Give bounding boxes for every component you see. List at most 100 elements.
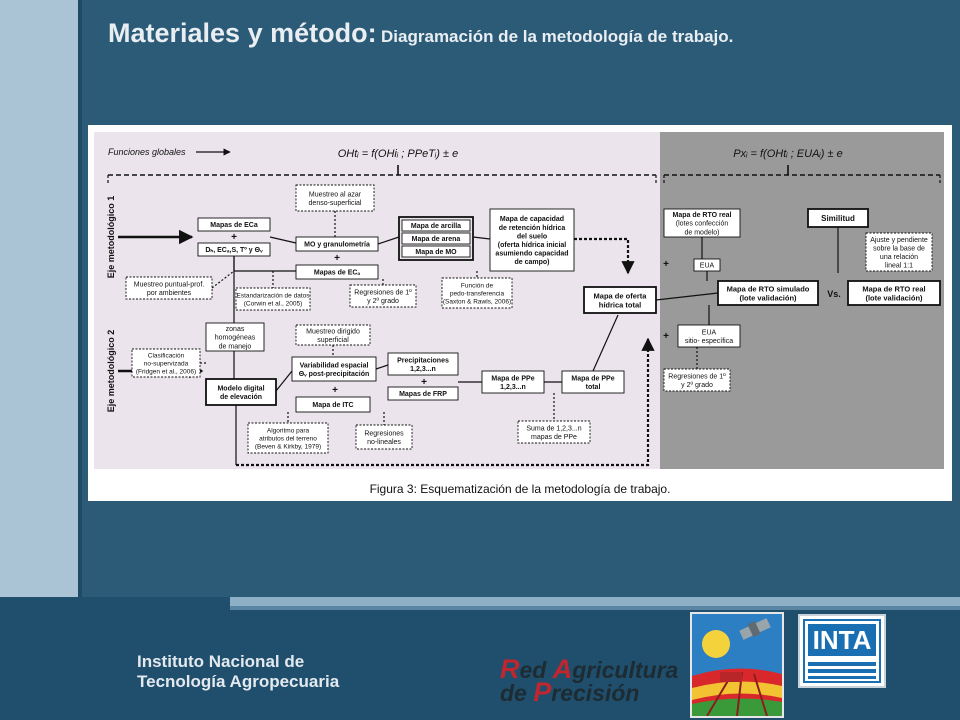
box-capacidad-label: asumiendo capacidad — [495, 251, 568, 258]
box-suma-label: Suma de 1,2,3...n — [526, 425, 581, 432]
inta-logo: INTA — [798, 614, 886, 688]
box-capacidad-label: Mapa de capacidad — [500, 216, 564, 223]
box-suma — [517, 420, 591, 444]
plus-a: + — [231, 232, 237, 243]
box-ajuste-label: una relación — [880, 254, 918, 261]
rap-logo-line-1: Red Agricultura — [500, 654, 679, 684]
box-rto-sim — [717, 280, 819, 306]
figure-caption: Figura 3: Esquematización de la metodolo… — [369, 482, 671, 496]
box-mapas-eca — [197, 217, 271, 232]
box-regresiones-1-label: y 2º grado — [367, 298, 399, 305]
box-zonas-label: homogéneas — [215, 335, 256, 342]
box-muestreo-puntual-label: por ambientes — [147, 290, 192, 297]
box-clasificacion — [131, 348, 201, 378]
soil-maps-group — [398, 216, 474, 261]
institute-line-2: Tecnología Agropecuaria — [137, 672, 340, 691]
box-algoritmo-label: Algoritmo para — [267, 427, 310, 434]
box-arcilla — [401, 219, 471, 232]
total-to-oferta — [592, 314, 619, 372]
box-precipitaciones-label: Precipitaciones — [397, 357, 449, 364]
box-rto-real-2 — [847, 280, 941, 306]
box-mo-label: Mapa de MO — [415, 249, 457, 256]
axis-2-label: Eje metodológico 2 — [106, 330, 116, 413]
box-variabilidad — [291, 356, 377, 382]
box-estandarizacion-label: Estandarización de datos — [237, 292, 311, 299]
axis-1-label: Eje metodológico 1 — [106, 196, 116, 279]
box-muestreo-dirigido-label: superficial — [317, 337, 349, 344]
box-precipitaciones — [387, 352, 459, 376]
equation-1: OHtᵢ = f(OHiᵢ ; PPeTᵢ) ± e — [338, 148, 458, 160]
box-eua — [693, 258, 721, 272]
box-variabilidad-label: Variabilidad espacial — [300, 362, 369, 369]
box-ppe-total-label: Mapa de PPe — [571, 375, 614, 382]
bottom-to-oferta — [236, 337, 655, 467]
box-funcion-pedo-label: Función de — [461, 282, 494, 289]
methodology-figure: Funciones globales OHtᵢ = f(OHiᵢ ; PPeTᵢ)… — [88, 125, 952, 501]
box-mo — [401, 245, 471, 258]
box-mapas-eca-label: Mapas de ECa — [210, 222, 258, 229]
equation-2: Pxᵢ = f(OHtᵢ ; EUAᵢ) ± e — [733, 148, 842, 160]
box-muestreo-azar — [295, 184, 375, 212]
box-modelo-label: Modelo digital — [217, 385, 264, 392]
box-mapa-itc-label: Mapa de ITC — [312, 402, 353, 409]
eca-to-mo — [269, 236, 297, 244]
box-regresiones-1 — [349, 284, 417, 308]
soil-to-capacidad — [472, 236, 491, 240]
plus-e: + — [663, 259, 669, 270]
box-muestreo-azar-label: Muestreo al azar — [309, 191, 362, 198]
box-capacidad-label: (oferta hídrica inicial — [498, 242, 567, 249]
box-capacidad-label: de campo) — [514, 259, 549, 266]
global-functions-label: Funciones globales — [108, 147, 186, 157]
box-regresiones-2-label: Regresiones de 1º — [668, 373, 726, 380]
oferta-to-rto-sim — [655, 292, 719, 301]
box-similitud — [807, 208, 869, 228]
box-rto-real-label: de modelo) — [684, 229, 719, 236]
box-muestreo-azar-label: denso-superficial — [309, 200, 362, 207]
variabilidad-to-precip — [375, 364, 389, 370]
box-modelo — [205, 378, 277, 406]
box-arena — [401, 232, 471, 245]
box-funcion-pedo-label: pedo-transferencia — [450, 290, 505, 297]
institute-name: Instituto Nacional de Tecnología Agropec… — [137, 652, 339, 692]
footer-band-shadow — [230, 606, 960, 610]
box-ajuste — [865, 232, 933, 272]
box-modelo-label: de elevación — [220, 394, 262, 401]
box-ppe-total-label: total — [586, 384, 601, 391]
box-funcion-pedo-label: (Saxton & Rawls, 2006) — [443, 299, 511, 306]
box-variabilidad-label: Θᵥ post-precipitación — [299, 371, 370, 378]
rap-logo: Red Agricultura de Precisión — [500, 654, 690, 708]
plus-c: + — [332, 385, 338, 396]
box-capacidad-label: del suelo — [517, 233, 547, 240]
box-capacidad-label: de retención hídrica — [499, 225, 566, 232]
plus-f: + — [663, 331, 669, 342]
box-eua-sitio — [677, 324, 741, 348]
box-regresiones-nl-label: Regresiones — [364, 430, 404, 437]
box-rto-real-2-label: (lote validación) — [865, 294, 923, 303]
box-mo-granulometria — [295, 236, 379, 252]
box-estandarizacion — [235, 287, 311, 311]
box-muestreo-puntual — [125, 276, 213, 300]
box-ppe-total — [561, 370, 625, 394]
satellite-field-logo — [690, 612, 784, 718]
left-stripe-edge — [78, 0, 82, 720]
box-clasificacion-label: Clasificación — [148, 352, 185, 359]
slide-title-sub: Diagramación de la metodología de trabaj… — [381, 27, 734, 46]
mo-to-soil — [377, 236, 400, 245]
box-zonas-label: de manejo — [219, 343, 252, 350]
box-clasificacion-label: no-supervizada — [144, 360, 189, 367]
footer-band — [230, 597, 960, 606]
puntual-connector — [211, 270, 235, 289]
box-precipitaciones-label: 1,2,3...n — [410, 366, 436, 373]
box-mapa-itc — [295, 396, 371, 413]
box-regresiones-nl — [355, 424, 413, 450]
box-oferta-label: hídrica total — [599, 301, 642, 310]
box-d-eca-label: Dₕ, ECₐ,S, Tº y Θᵥ — [205, 247, 263, 254]
box-suma-label: mapas de PPe — [531, 434, 577, 441]
slide-title: Materiales y método: Diagramación de la … — [108, 18, 733, 49]
box-ajuste-label: sobre la base de — [873, 245, 925, 252]
box-ajuste-label: Ajuste y pendiente — [870, 237, 928, 244]
box-rto-real — [663, 208, 741, 238]
box-muestreo-puntual-label: Muestreo puntual-prof. — [134, 281, 204, 288]
box-regresiones-2-label: y 2º grado — [681, 382, 713, 389]
box-arena-label: Mapa de arena — [412, 236, 461, 243]
